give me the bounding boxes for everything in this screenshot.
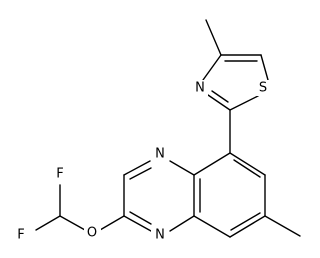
bond-thiazole-c2-n3 [207, 94, 231, 111]
bond-pyrazine-c2-n1 [123, 215, 152, 232]
bond-benzo-methyl [264, 215, 301, 237]
atom-n-thiazole: N [192, 80, 208, 96]
atom-o-ether: O [84, 225, 101, 242]
bond-c2-o [99, 215, 125, 231]
atom-label-n-thiazole: N [195, 81, 205, 96]
atom-label-n-upper: N [155, 147, 165, 162]
bond-benzo-c5-c6 [229, 152, 266, 176]
atom-label-f-top: F [56, 167, 63, 182]
bond-thiazole-n3-c4 [202, 54, 222, 81]
bond-thiazole-s-c2 [229, 95, 259, 111]
bond-thiazole-methyl [205, 19, 222, 56]
bond-benzo-c7-c8 [229, 215, 266, 238]
atom-label-s: S [259, 81, 267, 96]
bond-benzo-c7-c8-inner [230, 212, 261, 231]
bond-pyrazine-c2-n1-inner [129, 211, 152, 225]
atom-f-top: F [53, 166, 68, 183]
bond-thiazole-c5-s [260, 54, 269, 81]
bond-pyrazine-n1-c8a [169, 215, 195, 232]
atom-f-left: F [14, 227, 29, 244]
bond-benzo-c4a-c5 [193, 152, 231, 176]
bond-o-ch [59, 215, 86, 231]
atom-n-upper: N [151, 146, 169, 163]
bond-pyrazine-n4-c3 [123, 160, 151, 176]
bond-thiazole-c2-n3-inner [211, 90, 229, 103]
atom-label-f-left: F [17, 228, 24, 243]
atom-label-o: O [87, 226, 97, 241]
bond-benzo-c5-c6-inner [233, 159, 261, 178]
bond-ch-f-left [35, 215, 61, 231]
atom-n-lower: N [151, 227, 169, 244]
atom-label-n-lower: N [155, 228, 165, 243]
bond-benzo-c8-c8a [193, 215, 231, 238]
bond-pyrazine-c4a-n4 [169, 160, 195, 176]
atom-s-thiazole: S [255, 80, 271, 96]
bond-pyrazine-n4-c3-inner [129, 167, 152, 180]
